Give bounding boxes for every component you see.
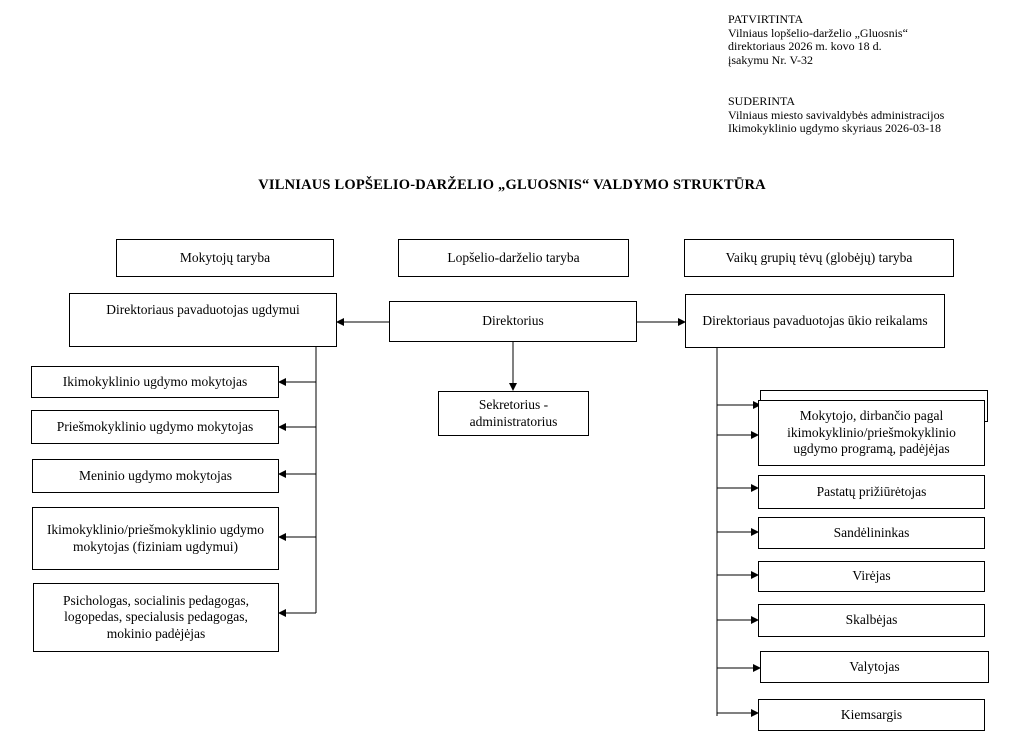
diagram-title: VILNIAUS LOPŠELIO-DARŽELIO „GLUOSNIS“ VA… bbox=[258, 177, 766, 193]
approval-heading: PATVIRTINTA bbox=[728, 12, 804, 26]
economy-staff-box: Pastatų prižiūrėtojas bbox=[758, 475, 985, 509]
agreement-line: Ikimokyklinio ugdymo skyriaus 2026-03-18 bbox=[728, 121, 941, 135]
economy-staff-box: Valytojas bbox=[760, 651, 989, 683]
economy-staff-box: Virėjas bbox=[758, 561, 985, 592]
economy-staff-box: Mokytojo, dirbančio pagal ikimokyklinio/… bbox=[758, 400, 985, 466]
economy-staff-box: Skalbėjas bbox=[758, 604, 985, 637]
parents-council-box: Vaikų grupių tėvų (globėjų) taryba bbox=[684, 239, 954, 277]
deputy-education-box: Direktoriaus pavaduotojas ugdymui bbox=[69, 293, 337, 347]
education-staff-box: Priešmokyklinio ugdymo mokytojas bbox=[31, 410, 279, 444]
economy-staff-box: Sandėlininkas bbox=[758, 517, 985, 549]
approval-line: direktoriaus 2026 m. kovo 18 d. bbox=[728, 39, 882, 53]
education-staff-box: Ikimokyklinio/priešmokyklinio ugdymo mok… bbox=[32, 507, 279, 570]
secretary-box: Sekretorius - administratorius bbox=[438, 391, 589, 436]
education-staff-box: Psichologas, socialinis pedagogas, logop… bbox=[33, 583, 279, 652]
economy-staff-box: Kiemsargis bbox=[758, 699, 985, 731]
approval-line: įsakymu Nr. V-32 bbox=[728, 52, 814, 67]
agreement-heading: SUDERINTA bbox=[728, 94, 796, 108]
kindergarten-council-box: Lopšelio-darželio taryba bbox=[398, 239, 629, 277]
teachers-council-box: Mokytojų taryba bbox=[116, 239, 334, 277]
education-staff-box: Meninio ugdymo mokytojas bbox=[32, 459, 279, 493]
approval-stamp: PATVIRTINTA Vilniaus lopšelio-darželio „… bbox=[728, 12, 908, 67]
agreement-line: Vilniaus miesto savivaldybės administrac… bbox=[728, 107, 945, 122]
education-staff-box: Ikimokyklinio ugdymo mokytojas bbox=[31, 366, 279, 398]
deputy-economy-box: Direktoriaus pavaduotojas ūkio reikalams bbox=[685, 294, 945, 348]
agreement-stamp: SUDERINTA Vilniaus miesto savivaldybės a… bbox=[728, 94, 945, 136]
director-box: Direktorius bbox=[389, 301, 637, 342]
approval-line: Vilniaus lopšelio-darželio „Gluosnis“ bbox=[728, 25, 908, 40]
